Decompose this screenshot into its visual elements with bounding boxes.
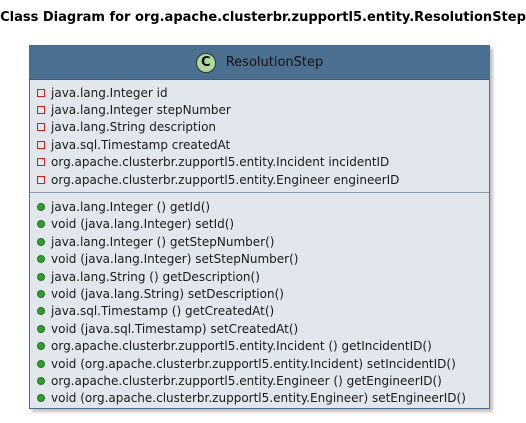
public-visibility-icon <box>37 359 45 368</box>
public-visibility-icon <box>37 220 45 229</box>
method-text: org.apache.clusterbr.zupportl5.entity.En… <box>51 373 442 388</box>
field-text: org.apache.clusterbr.zupportl5.entity.En… <box>51 172 400 187</box>
field-row: java.sql.Timestamp createdAt <box>37 136 489 153</box>
public-visibility-icon <box>37 394 45 403</box>
public-visibility-icon <box>37 307 45 316</box>
class-box[interactable]: C ResolutionStep java.lang.Integer id ja… <box>29 45 490 409</box>
public-visibility-icon <box>37 203 45 212</box>
private-visibility-icon <box>37 106 45 115</box>
diagram-title: Class Diagram for org.apache.clusterbr.z… <box>0 10 526 25</box>
method-row: void (org.apache.clusterbr.zupportl5.ent… <box>37 355 489 372</box>
field-row: org.apache.clusterbr.zupportl5.entity.En… <box>37 171 489 188</box>
method-text: java.lang.String () getDescription() <box>51 269 260 284</box>
method-text: java.lang.Integer () getStepNumber() <box>51 234 275 249</box>
public-visibility-icon <box>37 376 45 385</box>
method-row: java.lang.String () getDescription() <box>37 268 489 285</box>
field-row: java.lang.Integer id <box>37 84 489 101</box>
method-text: java.lang.Integer () getId() <box>51 200 211 215</box>
private-visibility-icon <box>37 175 45 184</box>
method-row: java.sql.Timestamp () getCreatedAt() <box>37 303 489 320</box>
method-row: void (java.lang.Integer) setStepNumber() <box>37 251 489 268</box>
field-row: org.apache.clusterbr.zupportl5.entity.In… <box>37 154 489 171</box>
method-row: java.lang.Integer () getStepNumber() <box>37 233 489 250</box>
method-row: void (java.lang.String) setDescription() <box>37 285 489 302</box>
class-stereotype-icon: C <box>195 52 216 73</box>
methods-section: java.lang.Integer () getId() void (java.… <box>30 193 489 410</box>
field-text: java.lang.Integer id <box>51 85 168 100</box>
field-row: java.lang.Integer stepNumber <box>37 101 489 118</box>
method-row: org.apache.clusterbr.zupportl5.entity.In… <box>37 337 489 354</box>
method-text: void (java.sql.Timestamp) setCreatedAt() <box>51 321 299 336</box>
field-text: java.sql.Timestamp createdAt <box>51 137 231 152</box>
public-visibility-icon <box>37 272 45 281</box>
public-visibility-icon <box>37 289 45 298</box>
method-text: void (java.lang.String) setDescription() <box>51 286 284 301</box>
class-header: C ResolutionStep <box>30 46 489 80</box>
method-text: void (org.apache.clusterbr.zupportl5.ent… <box>51 391 466 406</box>
method-row: org.apache.clusterbr.zupportl5.entity.En… <box>37 372 489 389</box>
private-visibility-icon <box>37 88 45 97</box>
private-visibility-icon <box>37 140 45 149</box>
method-row: java.lang.Integer () getId() <box>37 198 489 215</box>
private-visibility-icon <box>37 123 45 132</box>
method-row: void (org.apache.clusterbr.zupportl5.ent… <box>37 390 489 407</box>
fields-section: java.lang.Integer id java.lang.Integer s… <box>30 80 489 194</box>
method-text: org.apache.clusterbr.zupportl5.entity.In… <box>51 339 432 354</box>
method-text: java.sql.Timestamp () getCreatedAt() <box>51 304 275 319</box>
field-text: java.lang.String description <box>51 120 217 135</box>
method-text: void (java.lang.Integer) setId() <box>51 217 235 232</box>
public-visibility-icon <box>37 255 45 264</box>
method-text: void (java.lang.Integer) setStepNumber() <box>51 252 299 267</box>
private-visibility-icon <box>37 158 45 167</box>
method-row: void (java.sql.Timestamp) setCreatedAt() <box>37 320 489 337</box>
field-text: java.lang.Integer stepNumber <box>51 103 231 118</box>
field-row: java.lang.String description <box>37 119 489 136</box>
public-visibility-icon <box>37 324 45 333</box>
public-visibility-icon <box>37 237 45 246</box>
method-text: void (org.apache.clusterbr.zupportl5.ent… <box>51 356 456 371</box>
method-row: void (java.lang.Integer) setId() <box>37 216 489 233</box>
class-name: ResolutionStep <box>225 55 324 70</box>
field-text: org.apache.clusterbr.zupportl5.entity.In… <box>51 155 390 170</box>
public-visibility-icon <box>37 342 45 351</box>
